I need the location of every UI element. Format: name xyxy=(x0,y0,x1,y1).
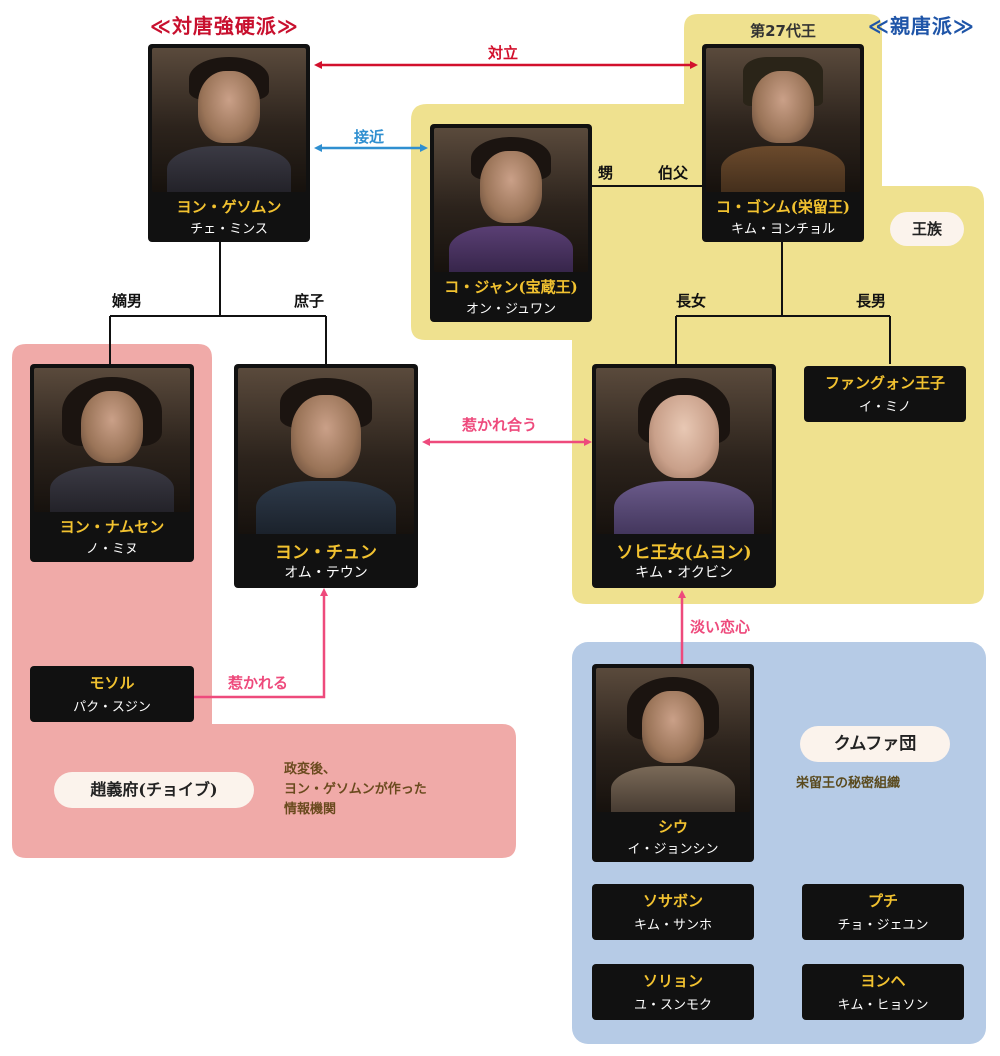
actor-name: キム・ヨンチョル xyxy=(730,222,835,237)
character-name: ソサボン xyxy=(642,892,703,910)
character-card-puchi[interactable]: プチ チョ・ジェユン xyxy=(802,884,964,940)
character-card-yeon-chung[interactable]: ヨン・チュン オム・テウン xyxy=(234,364,418,588)
pro-tang-faction-label: ≪親唐派≫ xyxy=(868,14,975,38)
character-name: ソヒ王女(ムヨン) xyxy=(616,543,752,563)
actor-name: キム・オクビン xyxy=(635,565,733,581)
actor-name: ユ・スンモク xyxy=(633,998,712,1013)
actor-name: オン・ジュワン xyxy=(465,302,557,317)
actor-name: オム・テウン xyxy=(284,565,368,581)
king-title-label: 第27代王 xyxy=(750,22,816,40)
actor-name: イ・ミノ xyxy=(858,400,911,415)
eldest-son-label: 嫡男 xyxy=(112,292,143,310)
kumfa-note: 栄留王の秘密組織 xyxy=(796,776,901,791)
confront-label: 対立 xyxy=(488,44,519,62)
eldest-son-royal-label: 長男 xyxy=(856,292,887,310)
character-card-go-jang[interactable]: コ・ジャン(宝蔵王) オン・ジュワン xyxy=(430,124,592,322)
portrait-photo xyxy=(238,368,414,534)
actor-name: イ・ジョンシン xyxy=(627,842,719,857)
character-name: プチ xyxy=(867,892,898,910)
eldest-daughter-label: 長女 xyxy=(676,292,707,310)
character-card-yeon-gaesomun[interactable]: ヨン・ゲソムン チェ・ミンス xyxy=(148,44,310,242)
kumfa-group-label: クムファ団 xyxy=(800,726,950,762)
character-name: ヨン・ゲソムン xyxy=(176,198,282,216)
portrait-photo xyxy=(434,128,588,272)
character-name: モソル xyxy=(89,674,135,692)
attracted-label: 惹かれる xyxy=(228,674,289,692)
actor-name: パク・スジン xyxy=(73,700,151,715)
character-card-sosabon[interactable]: ソサボン キム・サンホ xyxy=(592,884,754,940)
actor-name: チェ・ミンス xyxy=(190,222,268,237)
character-name: ファングォン王子 xyxy=(824,374,945,392)
choibu-note-line: ヨン・ゲソムンが作った xyxy=(284,782,427,797)
character-card-mosol[interactable]: モソル パク・スジン xyxy=(30,666,194,722)
anti-tang-faction-label: ≪対唐強硬派≫ xyxy=(150,14,299,38)
character-name: コ・ジャン(宝蔵王) xyxy=(444,278,578,296)
actor-name: キム・サンホ xyxy=(633,918,712,933)
character-card-yeon-namsaeng[interactable]: ヨン・ナムセン ノ・ミヌ xyxy=(30,364,194,562)
illegitimate-son-label: 庶子 xyxy=(294,292,325,310)
character-card-sohi[interactable]: ソヒ王女(ムヨン) キム・オクビン xyxy=(592,364,776,588)
portrait-photo xyxy=(152,48,306,192)
faint-love-label: 淡い恋心 xyxy=(690,618,751,636)
choibu-note-line: 情報機関 xyxy=(284,802,337,817)
character-card-go-geonmu[interactable]: コ・ゴンム(栄留王) キム・ヨンチョル xyxy=(702,44,864,242)
royal-group-label: 王族 xyxy=(890,212,964,246)
character-name: ヨン・ナムセン xyxy=(59,518,165,536)
choibu-group-label: 趙義府(チョイブ) xyxy=(54,772,254,808)
portrait-photo xyxy=(596,668,750,812)
character-card-yonhe[interactable]: ヨンヘ キム・ヒョソン xyxy=(802,964,964,1020)
portrait-photo xyxy=(596,368,772,534)
nephew-label: 甥 xyxy=(598,164,614,182)
choibu-note-line: 政変後、 xyxy=(284,762,337,777)
actor-name: チョ・ジェユン xyxy=(837,918,929,933)
character-name: ヨンヘ xyxy=(860,972,906,990)
character-name: シウ xyxy=(657,818,688,836)
choibu-note: 政変後、 ヨン・ゲソムンが作った 情報機関 xyxy=(284,760,427,820)
yeon-family-lines xyxy=(109,242,327,364)
actor-name: キム・ヒョソン xyxy=(837,998,929,1013)
character-card-siu[interactable]: シウ イ・ジョンシン xyxy=(592,664,754,862)
character-card-soryon[interactable]: ソリョン ユ・スンモク xyxy=(592,964,754,1020)
character-name: ヨン・チュン xyxy=(275,543,377,563)
character-name: ソリョン xyxy=(642,972,703,990)
attracted-arrow xyxy=(194,588,328,699)
actor-name: ノ・ミヌ xyxy=(85,542,138,557)
character-name: コ・ゴンム(栄留王) xyxy=(716,198,850,216)
approach-label: 接近 xyxy=(354,128,385,146)
character-card-fangwon[interactable]: ファングォン王子 イ・ミノ xyxy=(804,366,966,422)
portrait-photo xyxy=(34,368,190,512)
mutual-attraction-label: 惹かれ合う xyxy=(462,416,538,434)
uncle-label: 伯父 xyxy=(658,164,689,182)
portrait-photo xyxy=(706,48,860,192)
king-family-lines xyxy=(675,242,891,364)
